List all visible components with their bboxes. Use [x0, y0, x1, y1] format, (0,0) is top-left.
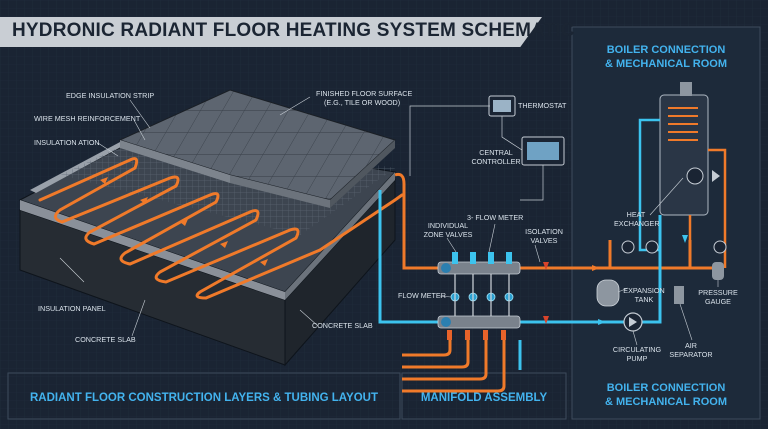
label-heat-exchanger: HEAT EXCHANGER — [614, 210, 660, 228]
label-circulating-pump-line1: CIRCULATING — [612, 345, 662, 354]
section-title-boiler-top: BOILER CONNECTION & MECHANICAL ROOM — [572, 43, 760, 71]
label-pressure-gauge-line2: GAUGE — [705, 296, 731, 306]
label-concrete-slab-right: CONCRETE SLAB — [312, 321, 373, 330]
label-central-controller: CENTRAL CONTROLLER — [471, 148, 521, 166]
label-circulating-pump: CIRCULATING PUMP — [612, 345, 662, 363]
label-zone-valves-line1: INDIVIDUAL — [427, 221, 469, 230]
manifold — [437, 252, 549, 340]
section-title-boiler-bottom-line2: & MECHANICAL ROOM — [604, 396, 727, 408]
isolation-valve-return-icon — [543, 316, 549, 324]
label-central-controller-line1: CENTRAL — [479, 148, 513, 157]
label-insulation-panel: INSULATION PANEL — [38, 304, 106, 313]
heat-exchanger-icon — [686, 167, 704, 185]
expansion-tank-icon — [596, 279, 620, 307]
pressure-gauges — [621, 240, 727, 254]
label-heat-exchanger-line1: HEAT — [626, 210, 646, 219]
supply-pipes — [378, 172, 720, 324]
isolation-valve-supply-icon — [543, 262, 549, 270]
central-controller-unit — [521, 136, 565, 166]
label-isolation-valves-line1: ISOLATION — [525, 227, 563, 236]
zone-valve-supply-icon — [441, 263, 451, 273]
label-expansion-tank: EXPANSION TANK — [622, 286, 666, 304]
flow-arrow-icon — [592, 265, 600, 271]
control-wiring — [409, 105, 544, 201]
pressure-gauge-icon — [712, 262, 724, 280]
label-air-separator-line1: AIR — [685, 341, 697, 350]
zone-valve-return-icon — [441, 317, 451, 327]
flow-arrow-icon — [682, 235, 688, 243]
label-finished-floor-line2: (E.G., TILE OR WOOD) — [324, 97, 401, 107]
label-pressure-gauge-line1: PRESSURE — [698, 288, 738, 297]
label-insulation-ation: INSULATION ATION — [34, 138, 100, 147]
label-zone-valves: INDIVIDUAL ZONE VALVES — [420, 221, 476, 239]
section-title-boiler-bottom: BOILER CONNECTION & MECHANICAL ROOM — [572, 381, 760, 409]
boiler — [659, 82, 720, 216]
thermostat-unit — [488, 95, 516, 117]
floor-section-frame — [7, 372, 401, 420]
label-concrete-slab-left: CONCRETE SLAB — [75, 335, 136, 344]
manifold-section-frame — [401, 372, 567, 420]
section-title-boiler-top-line1: BOILER CONNECTION — [606, 44, 726, 56]
section-title-manifold: MANIFOLD ASSEMBLY — [420, 392, 548, 404]
label-circulating-pump-line2: PUMP — [626, 353, 648, 363]
manifold-leader-lines — [439, 223, 541, 298]
label-air-separator-line2: SEPARATOR — [669, 349, 713, 359]
boiler-panel — [571, 26, 761, 420]
label-expansion-tank-line1: EXPANSION — [623, 286, 665, 295]
label-air-separator: AIR SEPARATOR — [666, 341, 716, 359]
loop-tubes — [402, 340, 522, 393]
air-separator-icon — [674, 286, 684, 304]
label-heat-exchanger-line2: EXCHANGER — [614, 218, 660, 228]
label-wire-mesh: WIRE MESH REINFORCEMENT — [34, 114, 141, 123]
label-finished-floor: FINISHED FLOOR SURFACE (E.G., TILE OR WO… — [316, 89, 413, 107]
label-finished-floor-line1: FINISHED FLOOR SURFACE — [316, 89, 413, 98]
page-title: HYDRONIC RADIANT FLOOR HEATING SYSTEM SC… — [12, 20, 575, 41]
label-isolation-valves: ISOLATION VALVES — [522, 227, 566, 245]
floor-leader-lines — [59, 96, 319, 337]
flow-arrow-icon — [598, 319, 606, 325]
floor-cross-section — [18, 89, 396, 367]
title-banner — [0, 17, 542, 47]
section-title-boiler-top-line2: & MECHANICAL ROOM — [604, 58, 727, 70]
label-isolation-valves-line2: VALVES — [530, 235, 558, 245]
floor-tubing — [38, 157, 404, 300]
label-zone-valves-line2: ZONE VALVES — [423, 229, 473, 239]
label-flow-meter-top: 3- FLOW METER — [467, 213, 524, 222]
label-expansion-tank-line2: TANK — [634, 294, 654, 304]
label-edge-insulation: EDGE INSULATION STRIP — [66, 91, 155, 100]
section-title-floor: RADIANT FLOOR CONSTRUCTION LAYERS & TUBI… — [30, 392, 378, 404]
section-title-boiler-bottom-line1: BOILER CONNECTION — [606, 382, 726, 394]
tubing-flow-arrows — [100, 177, 268, 266]
label-flow-meter: FLOW METER — [398, 291, 446, 300]
label-thermostat: THERMOSTAT — [518, 101, 567, 110]
label-central-controller-line2: CONTROLLER — [471, 156, 521, 166]
label-pressure-gauge: PRESSURE GAUGE — [696, 288, 740, 306]
boiler-leader-lines — [617, 177, 719, 346]
